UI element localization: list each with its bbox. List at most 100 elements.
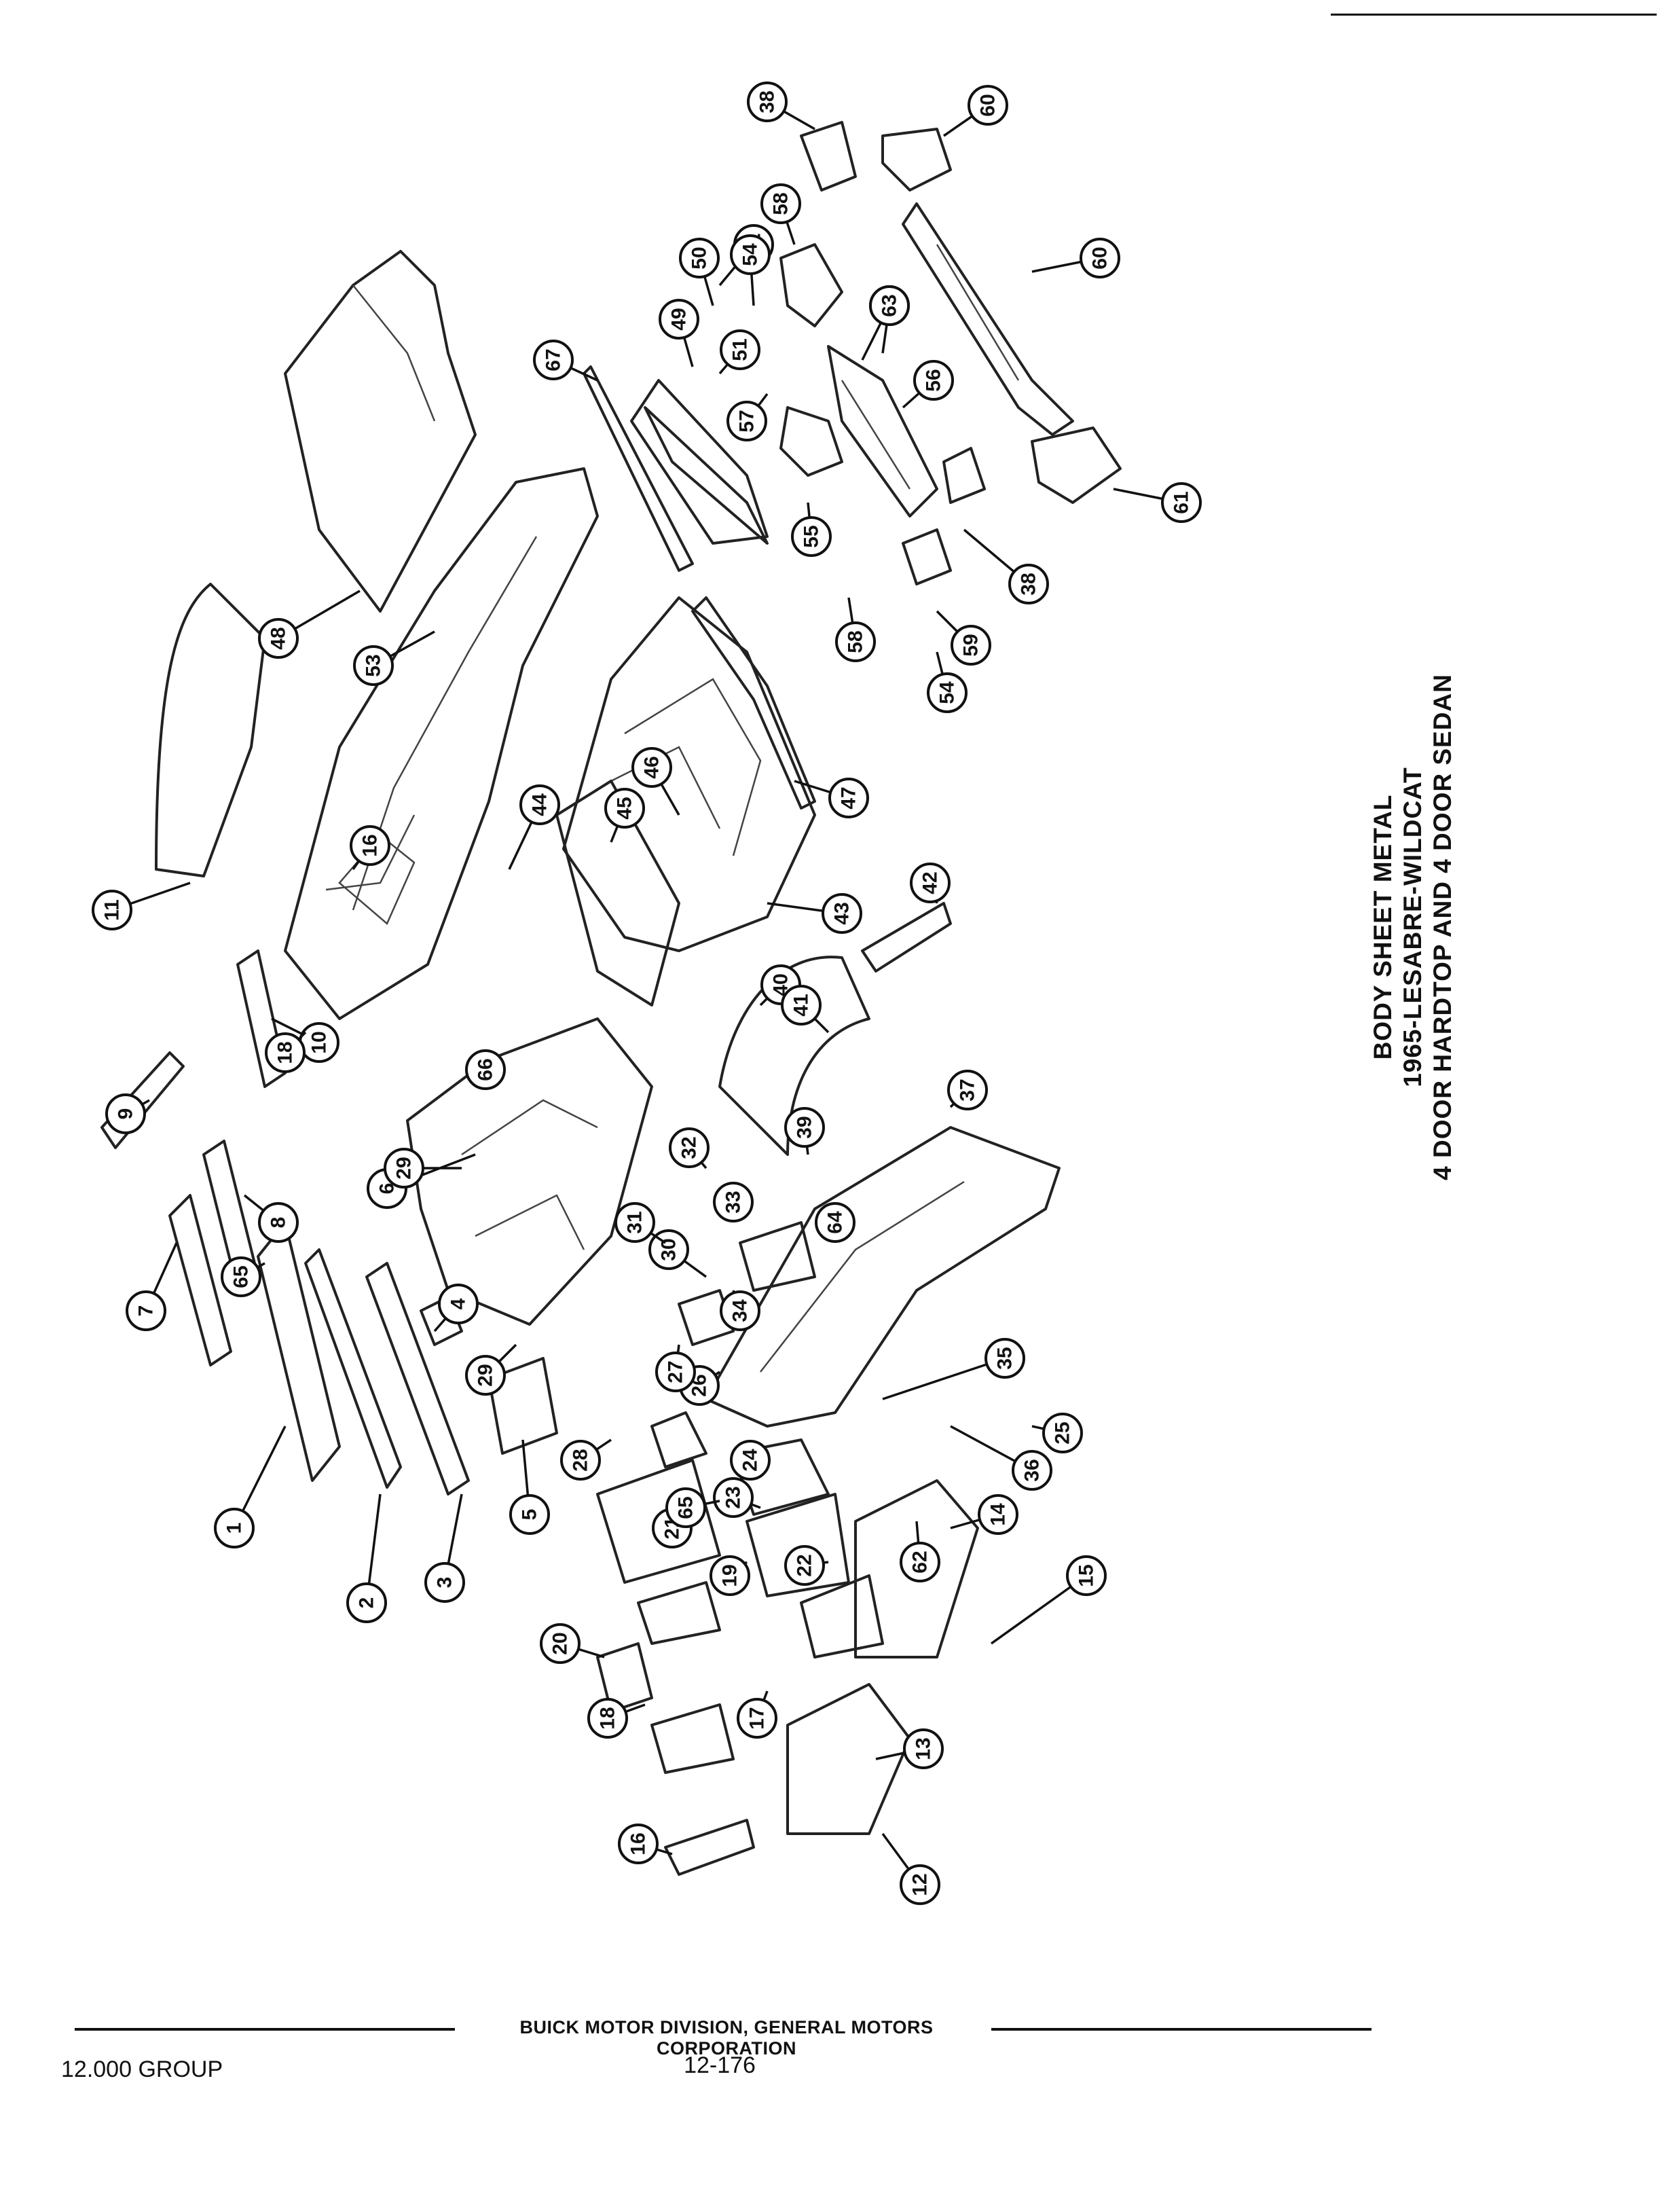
- callout-bubble: [1080, 238, 1120, 278]
- callout-bubble: [1066, 1555, 1107, 1596]
- callout-number: 24: [739, 1449, 762, 1472]
- callout-13: 13: [875, 1728, 944, 1769]
- title-line-1: BODY SHEET METAL: [1369, 794, 1397, 1060]
- callout-number: 27: [665, 1360, 687, 1383]
- callout-bubble: [105, 1093, 146, 1134]
- callout-bubble: [720, 1290, 760, 1331]
- callout-number: 38: [756, 90, 779, 113]
- callout-bubble: [618, 1824, 659, 1864]
- callout-bubble: [604, 788, 645, 829]
- callout-number: 25: [1052, 1421, 1074, 1444]
- callout-16: 16: [618, 1824, 673, 1864]
- callout-bubble: [258, 1202, 299, 1243]
- callout-number: 39: [794, 1116, 816, 1138]
- callout-number: 3: [434, 1577, 456, 1589]
- callout-number: 9: [115, 1108, 137, 1120]
- callout-bubble: [713, 1477, 754, 1518]
- callout-bubble: [519, 784, 560, 825]
- callout-63: 63: [869, 285, 910, 354]
- callout-65: 65: [221, 1256, 265, 1297]
- callout-number: 6: [376, 1183, 399, 1195]
- callout-number: 8: [268, 1217, 290, 1229]
- callout-31: 31: [614, 1202, 666, 1244]
- callout-number: 59: [960, 634, 982, 656]
- callout-bubble: [1012, 1450, 1052, 1491]
- callout-bubble: [214, 1508, 255, 1548]
- callout-number: 33: [722, 1191, 745, 1213]
- callout-57: 57: [726, 393, 769, 441]
- callout-bubble: [978, 1494, 1018, 1535]
- callout-bubble: [424, 1562, 465, 1603]
- callout-number: 62: [909, 1551, 932, 1573]
- callout-20: 20: [540, 1623, 605, 1664]
- callout-7: 7: [126, 1242, 178, 1331]
- callout-number: 28: [570, 1449, 592, 1471]
- callout-leader-line: [882, 1357, 1006, 1400]
- callout-27: 27: [655, 1344, 696, 1392]
- callout-bubble: [900, 1542, 940, 1582]
- callout-number: 42: [919, 871, 942, 894]
- callout-number: 23: [722, 1486, 745, 1508]
- callout-bubble: [913, 360, 954, 401]
- callout-37: 37: [947, 1070, 988, 1110]
- callout-number: 57: [736, 410, 758, 432]
- callout-bubble: [465, 1355, 506, 1396]
- callout-15: 15: [990, 1555, 1107, 1645]
- callout-bubble: [540, 1623, 581, 1664]
- dash-cowl: [406, 1017, 653, 1326]
- callout-67: 67: [533, 340, 598, 382]
- callout-number: 53: [363, 654, 385, 676]
- callout-number: 31: [624, 1211, 646, 1233]
- callout-bubble: [587, 1698, 628, 1739]
- callout-bubble: [710, 1555, 750, 1596]
- callout-29: 29: [384, 1148, 462, 1189]
- callout-bubble: [730, 1440, 771, 1481]
- callout-bubble: [655, 1352, 696, 1392]
- callout-number: 65: [675, 1496, 697, 1519]
- callout-38: 38: [747, 81, 815, 130]
- group-label: 12.000 GROUP: [61, 2056, 223, 2082]
- callout-bubble: [726, 401, 767, 441]
- callout-bubble: [353, 645, 394, 686]
- callout-bubble: [533, 340, 574, 380]
- callout-bubble: [951, 625, 991, 666]
- callout-58: 58: [760, 183, 801, 245]
- quarter-panel: [705, 1126, 1061, 1428]
- callout-bubble: [784, 1545, 825, 1586]
- callout-bubble: [781, 985, 822, 1026]
- callout-number: 54: [739, 243, 762, 266]
- page-number: 12-176: [684, 2052, 756, 2078]
- wheelhouse: [718, 956, 870, 1156]
- callout-bubbles: 1234567891011121314151616171818192021222…: [92, 81, 1202, 1905]
- rear-cross-panel: [827, 345, 938, 518]
- callout-number: 29: [475, 1364, 497, 1386]
- callout-39: 39: [784, 1107, 825, 1155]
- callout-number: 5: [519, 1509, 541, 1521]
- callout-bubble: [465, 1049, 506, 1090]
- callout-bubble: [791, 516, 832, 557]
- callout-55: 55: [791, 502, 832, 557]
- callout-number: 56: [923, 369, 945, 391]
- callout-9: 9: [105, 1093, 150, 1134]
- footer-division: BUICK MOTOR DIVISION, GENERAL MOTORS COR…: [519, 2017, 934, 2059]
- callout-number: 60: [977, 94, 999, 116]
- callout-bubble: [747, 81, 788, 122]
- callout-number: 1: [223, 1523, 246, 1534]
- callout-18: 18: [265, 1031, 307, 1073]
- callout-41: 41: [781, 985, 830, 1034]
- callout-number: 54: [936, 681, 959, 704]
- callout-49: 49: [659, 299, 699, 367]
- header-rule: [1331, 14, 1657, 16]
- callout-number: 44: [529, 793, 551, 816]
- callout-bubble: [221, 1256, 261, 1297]
- callout-number: 4: [447, 1298, 470, 1309]
- callout-bubble: [1042, 1413, 1083, 1453]
- roof-panel: [284, 250, 477, 613]
- callout-2: 2: [346, 1493, 387, 1623]
- callout-number: 22: [794, 1554, 816, 1576]
- callout-24: 24: [730, 1440, 771, 1481]
- callout-number: 61: [1171, 491, 1193, 513]
- callout-bubble: [903, 1728, 944, 1769]
- callout-bubble: [92, 890, 132, 930]
